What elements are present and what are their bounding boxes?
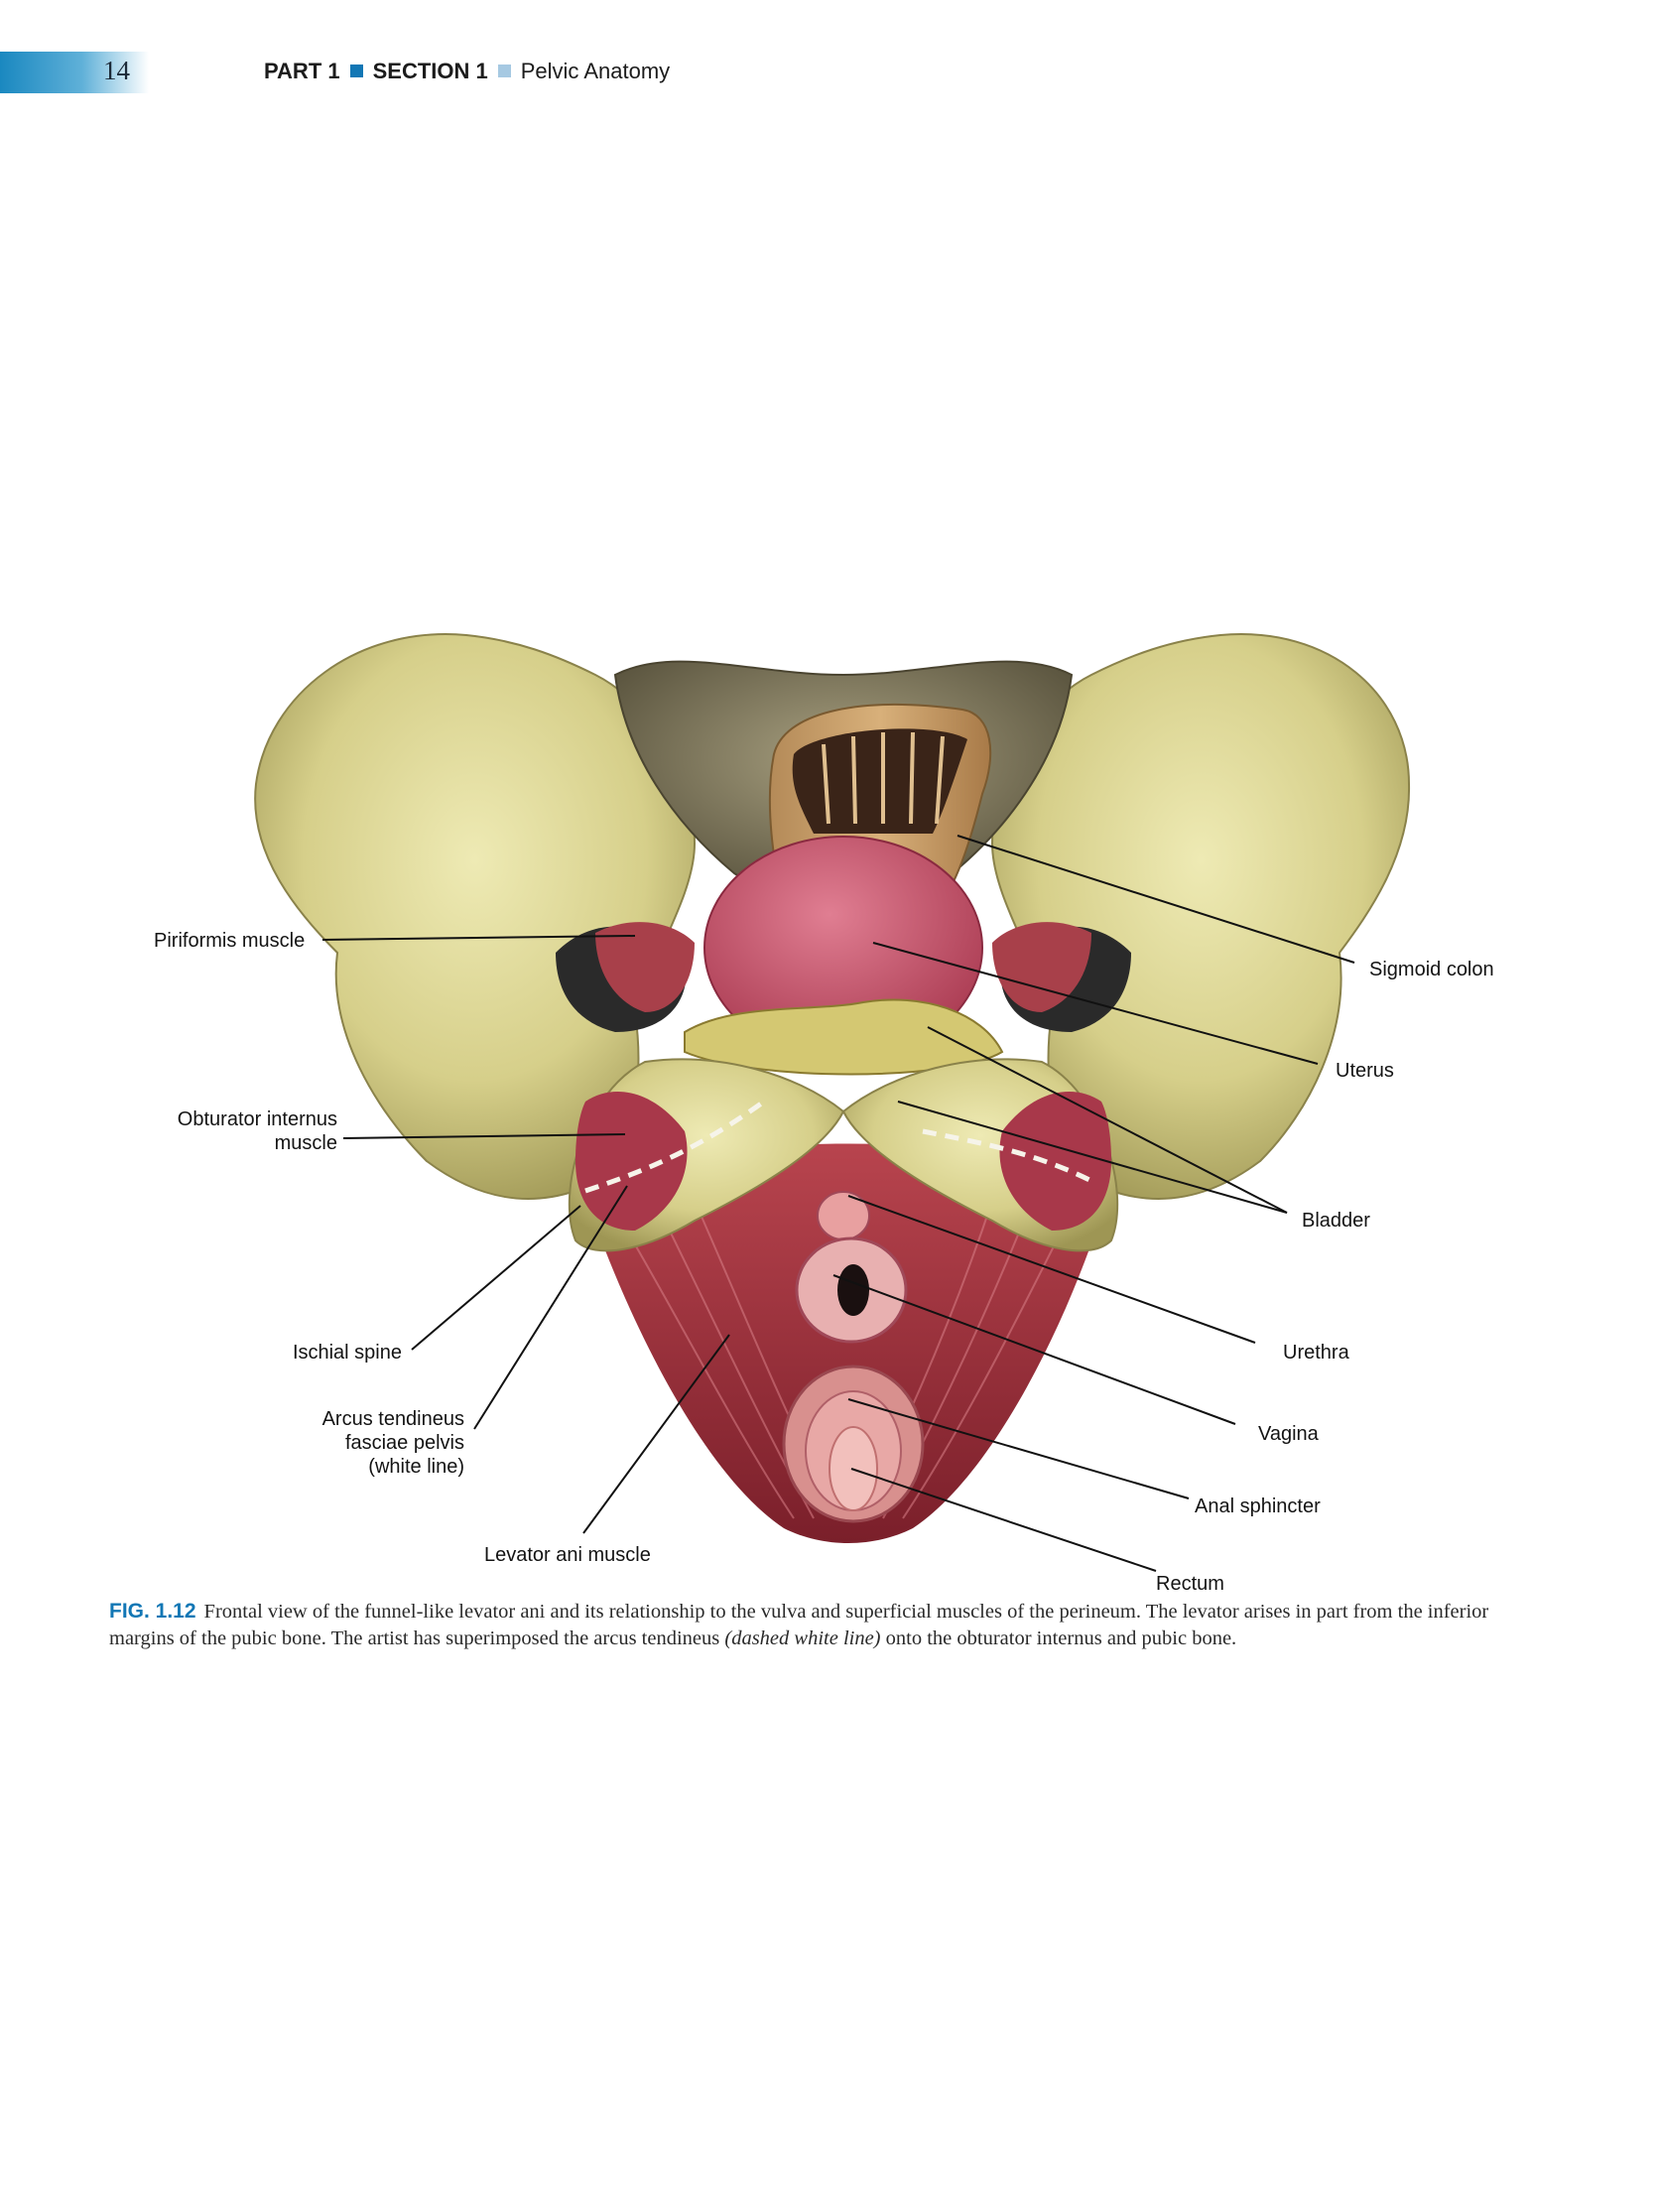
label-sigmoid-colon: Sigmoid colon — [1369, 959, 1494, 980]
label-arcus-line3: (white line) — [368, 1456, 464, 1478]
figure-number: FIG. 1.12 — [109, 1600, 196, 1623]
leader-lines — [321, 835, 1355, 1572]
left-obturator-internus — [575, 1092, 688, 1231]
label-obturator-line2: muscle — [275, 1132, 337, 1154]
label-bladder: Bladder — [1302, 1210, 1370, 1232]
label-obturator-line1: Obturator internus — [178, 1108, 337, 1130]
page-number: 14 — [103, 56, 130, 85]
label-piriformis: Piriformis muscle — [154, 930, 305, 952]
label-levator-ani: Levator ani muscle — [484, 1544, 651, 1566]
running-head: PART 1 SECTION 1 Pelvic Anatomy — [264, 59, 670, 84]
caption-text-italic: (dashed white line) — [724, 1627, 881, 1649]
label-urethra: Urethra — [1283, 1342, 1350, 1364]
section-label: SECTION 1 — [372, 59, 488, 83]
colon-folds — [822, 731, 945, 825]
caption-text-1: Frontal view of the funnel-like levator … — [109, 1601, 1489, 1649]
square-bullet-light — [497, 65, 511, 77]
label-uterus: Uterus — [1336, 1060, 1394, 1082]
label-ischial-spine: Ischial spine — [293, 1342, 402, 1364]
part-label: PART 1 — [264, 59, 340, 83]
bladder — [684, 998, 1004, 1076]
label-arcus-line2: fasciae pelvis — [345, 1432, 464, 1454]
label-anal-sphincter: Anal sphincter — [1195, 1496, 1321, 1517]
label-rectum: Rectum — [1156, 1573, 1224, 1595]
urethra — [817, 1191, 870, 1240]
label-vagina: Vagina — [1258, 1423, 1320, 1445]
page-tab — [0, 52, 149, 93]
vaginal-opening — [837, 1264, 869, 1316]
caption-text-2: onto the obturator internus and pubic bo… — [880, 1627, 1237, 1649]
square-bullet-dark — [349, 65, 363, 77]
left-piriformis — [595, 922, 695, 1012]
right-obturator-internus — [999, 1092, 1111, 1231]
right-piriformis — [992, 922, 1091, 1012]
label-arcus-line1: Arcus tendineus — [322, 1408, 464, 1430]
chapter-title: Pelvic Anatomy — [520, 59, 671, 83]
arcus-tendineus-left — [584, 1099, 766, 1194]
colon-lumen — [792, 728, 967, 834]
